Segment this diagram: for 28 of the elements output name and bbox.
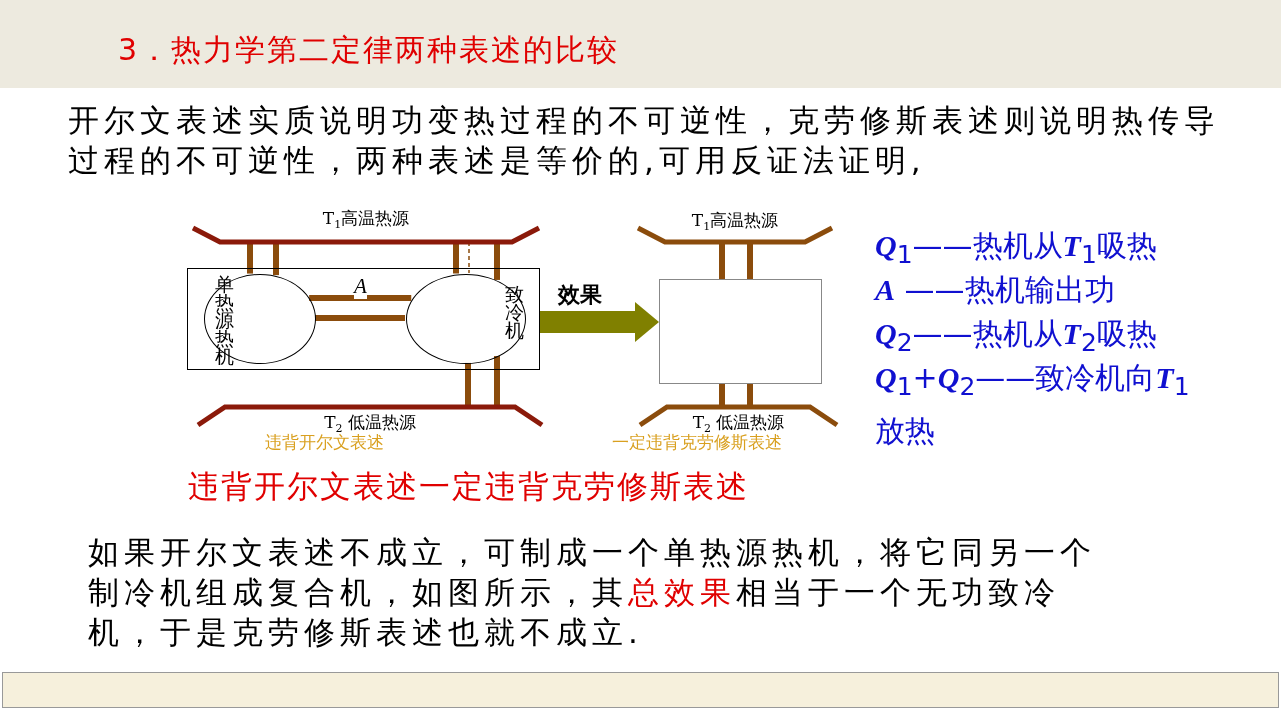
reservoir-label: T$_{1}$高温热源 (690, 210, 780, 236)
heat-pipe (247, 242, 253, 274)
heat-pipe (719, 384, 725, 407)
heat-pipe (465, 362, 471, 407)
heat-pipe (315, 315, 405, 321)
heat-pipe (747, 384, 753, 407)
arrow (540, 302, 659, 342)
key-text: A ——热机输出功 (875, 271, 1116, 309)
heat-pipe (273, 242, 279, 276)
paragraph: 如果开尔文表述不成立，可制成一个单热源热机，将它同另一个制冷机组成复合机，如图所示，其总效果相当于一个无功致冷机，于是克劳修斯表述也就不成立. (88, 533, 1097, 652)
key-text: Q$_{2}$——热机从T$_{2}$吸热 (875, 315, 1158, 359)
heat-pipe (309, 295, 412, 301)
heat-pipe (494, 356, 500, 407)
heat-pipe (719, 242, 725, 279)
equivalent-box (659, 279, 822, 384)
key-text: Q$_{1}$——热机从T$_{1}$吸热 (875, 227, 1158, 271)
conclusion-text: 违背开尔文表述一定违背克劳修斯表述 (188, 467, 749, 506)
heat-pipe (747, 242, 753, 279)
heat-reservoir (195, 403, 545, 433)
paragraph: 开尔文表述实质说明功变热过程的不可逆性，克劳修斯表述则说明热传导过程的不可逆性，两种表述是等价的,可用反证法证明, (68, 101, 1221, 180)
slide-title: 3．热力学第二定律两种表述的比较 (118, 31, 620, 69)
composite-machine-box (187, 268, 540, 370)
reservoir-label: T$_{1}$高温热源 (321, 208, 411, 234)
key-text: Q$_{1}$+Q$_{2}$——致冷机向T$_{1}$放热 (875, 359, 1191, 450)
node-label: 一定违背克劳修斯表述 (612, 432, 782, 452)
node-label: 违背开尔文表述 (265, 432, 384, 452)
heat-pipe (453, 242, 459, 274)
heat-reservoir (637, 403, 840, 433)
